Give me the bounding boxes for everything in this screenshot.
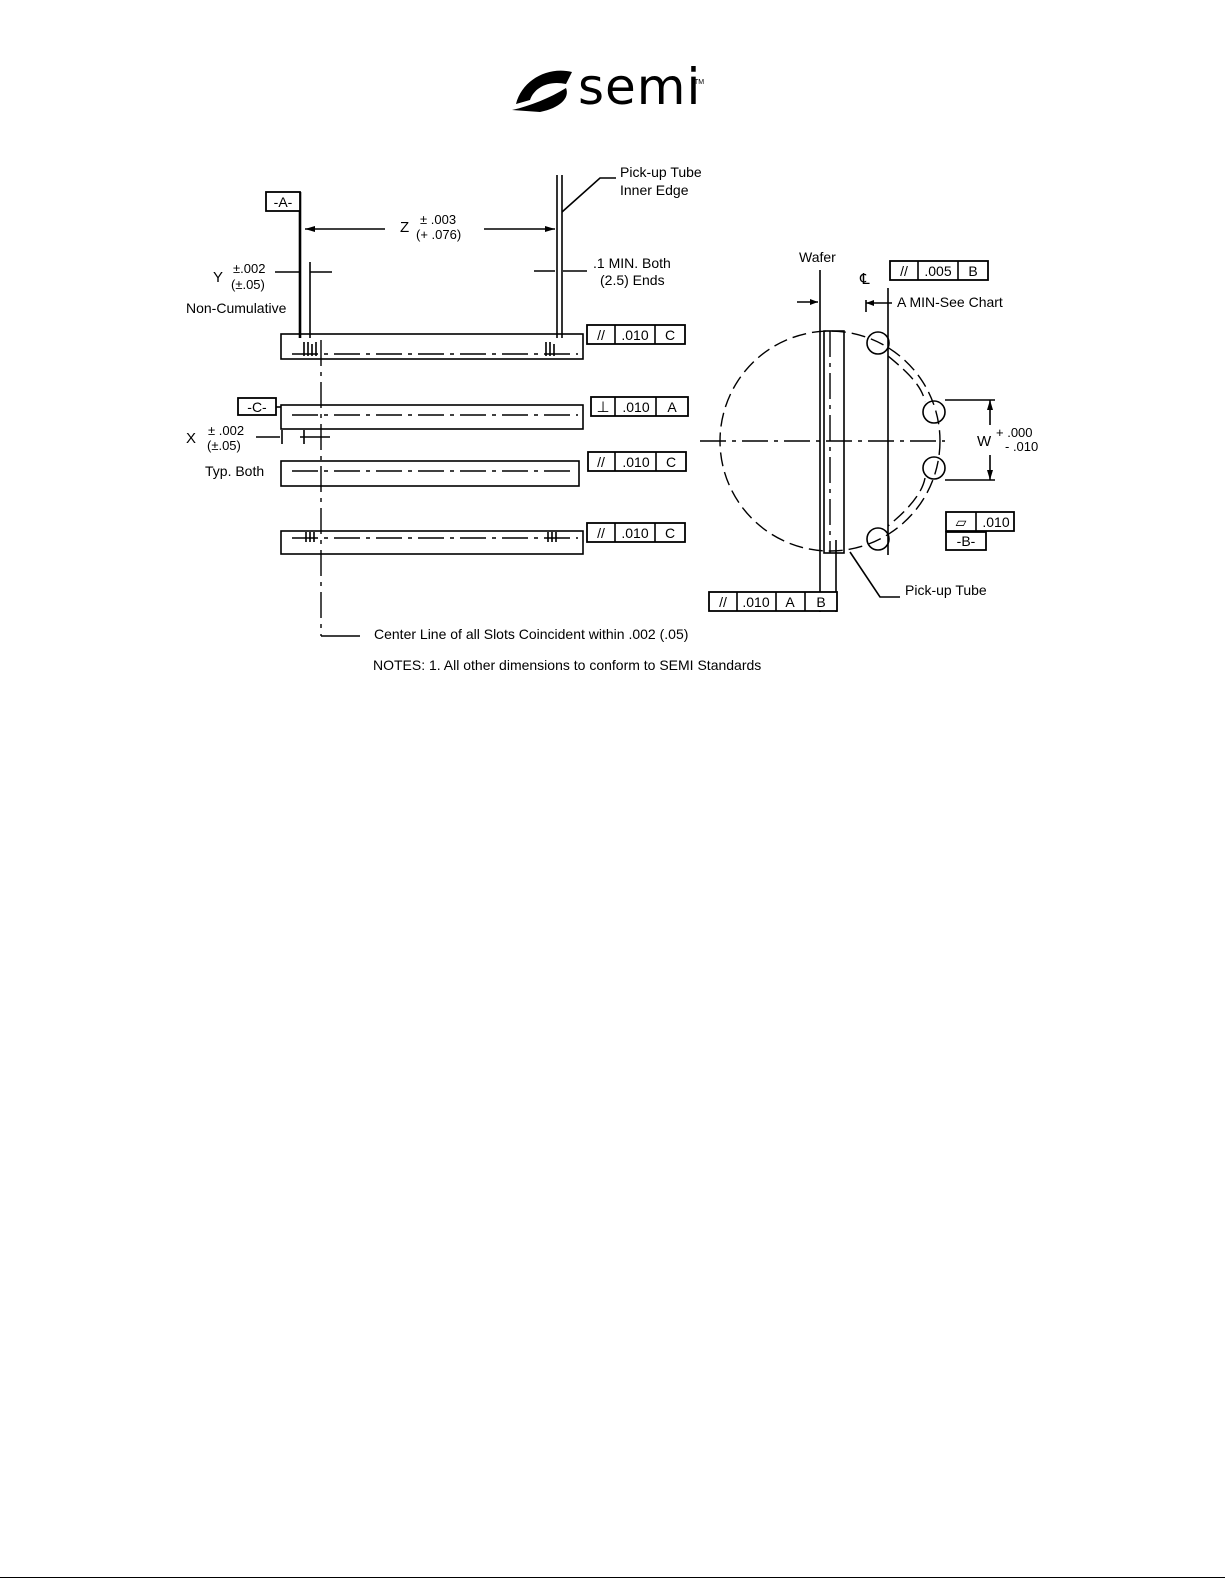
datum-b-label: -B- bbox=[957, 533, 976, 549]
slot-bar-3 bbox=[280, 460, 580, 487]
datum-c-label: -C- bbox=[247, 399, 267, 415]
wafer-body bbox=[823, 330, 845, 554]
fcf-flat-symbol: ▱ bbox=[956, 514, 967, 530]
fcf-parallel-b: // .005 B bbox=[889, 260, 989, 281]
fcf-b-ref: B bbox=[968, 263, 977, 279]
tube-inner-edge-label-2: Inner Edge bbox=[620, 182, 689, 198]
fcf-2-value: .010 bbox=[622, 454, 649, 470]
semi-logo: semi TM bbox=[512, 58, 704, 116]
y-tolerance-mm: (±.05) bbox=[231, 277, 265, 292]
tube-roller-1 bbox=[866, 331, 890, 355]
y-letter: Y bbox=[213, 269, 223, 286]
logo-trademark: TM bbox=[694, 79, 704, 86]
fcf-ab-ref-a: A bbox=[785, 594, 795, 610]
x-tolerance: ± .002 bbox=[208, 423, 244, 438]
left-view: -A- Pick-up Tube Inner Edge Z ± .003 (+ … bbox=[186, 164, 761, 673]
a-min-label: A MIN-See Chart bbox=[897, 294, 1003, 310]
fcf-parallel-2: // .010 C bbox=[587, 451, 687, 472]
tube-inner-edge-leader bbox=[561, 177, 616, 213]
x-letter: X bbox=[186, 430, 196, 447]
centerline-note: Center Line of all Slots Coincident with… bbox=[374, 626, 688, 642]
fcf-parallel-1: // .010 C bbox=[586, 324, 686, 345]
fcf-perp-symbol: ⊥ bbox=[596, 399, 609, 416]
x-tolerance-mm: (±.05) bbox=[207, 438, 241, 453]
z-letter: Z bbox=[400, 219, 409, 236]
w-plus-tol: + .000 bbox=[996, 425, 1033, 440]
non-cumulative-label: Non-Cumulative bbox=[186, 300, 287, 316]
slot-bar-4-hatch bbox=[305, 532, 557, 542]
z-tolerance: ± .003 bbox=[420, 212, 456, 227]
typ-both-label: Typ. Both bbox=[205, 463, 264, 479]
y-tolerance: ±.002 bbox=[233, 261, 265, 276]
notes-text: NOTES: 1. All other dimensions to confor… bbox=[373, 657, 761, 673]
tube-roller-2 bbox=[922, 400, 946, 424]
fcf-b-symbol: // bbox=[900, 263, 908, 279]
fcf-flat-value: .010 bbox=[982, 514, 1009, 530]
tube-inner-edge-label-1: Pick-up Tube bbox=[620, 164, 702, 180]
pickup-tube-leader bbox=[849, 551, 900, 598]
fcf-perp-value: .010 bbox=[622, 399, 649, 415]
fcf-ab-ref-b: B bbox=[816, 594, 825, 610]
fcf-3-symbol: // bbox=[597, 525, 605, 541]
centerline-symbol: ℄ bbox=[859, 271, 870, 288]
fcf-ab-symbol: // bbox=[719, 594, 727, 610]
w-letter: W bbox=[977, 433, 992, 450]
fcf-parallel-3: // .010 C bbox=[586, 522, 686, 543]
z-tolerance-mm: (+ .076) bbox=[416, 227, 461, 242]
wafer-label: Wafer bbox=[799, 249, 836, 265]
slot-bar-4 bbox=[280, 530, 584, 555]
fcf-1-ref: C bbox=[665, 327, 675, 343]
fcf-1-symbol: // bbox=[597, 327, 605, 343]
fcf-perp-ref: A bbox=[667, 399, 677, 415]
fcf-1-value: .010 bbox=[621, 327, 648, 343]
tube-roller-3 bbox=[922, 456, 946, 480]
right-view: Wafer Pick-up Tube ℄ A MIN-See Chart // … bbox=[700, 249, 1038, 612]
slot-bar-2 bbox=[280, 404, 584, 430]
fcf-2-ref: C bbox=[666, 454, 676, 470]
fcf-3-ref: C bbox=[665, 525, 675, 541]
pickup-tube-label: Pick-up Tube bbox=[905, 582, 987, 598]
datum-a-box bbox=[265, 191, 301, 212]
logo-wordmark: semi bbox=[578, 58, 701, 116]
datum-b-box bbox=[945, 531, 987, 551]
fcf-ab-value: .010 bbox=[742, 594, 769, 610]
fcf-b-value: .005 bbox=[924, 263, 951, 279]
page-bottom-rule bbox=[0, 1577, 1225, 1578]
w-minus-tol: - .010 bbox=[1005, 439, 1038, 454]
fcf-flatness: ▱ .010 bbox=[945, 511, 1015, 532]
fcf-perp: ⊥ .010 A bbox=[590, 396, 689, 417]
tube-roller-4 bbox=[866, 527, 890, 551]
fcf-3-value: .010 bbox=[621, 525, 648, 541]
datum-a-label: -A- bbox=[274, 194, 293, 210]
slot-bar-1 bbox=[280, 333, 584, 360]
slot-bar-1-hatch bbox=[303, 342, 555, 356]
min-both-label-2: (2.5) Ends bbox=[600, 272, 665, 288]
fcf-2-symbol: // bbox=[597, 454, 605, 470]
min-both-label-1: .1 MIN. Both bbox=[593, 255, 671, 271]
fcf-parallel-ab: // .010 A B bbox=[708, 591, 838, 612]
